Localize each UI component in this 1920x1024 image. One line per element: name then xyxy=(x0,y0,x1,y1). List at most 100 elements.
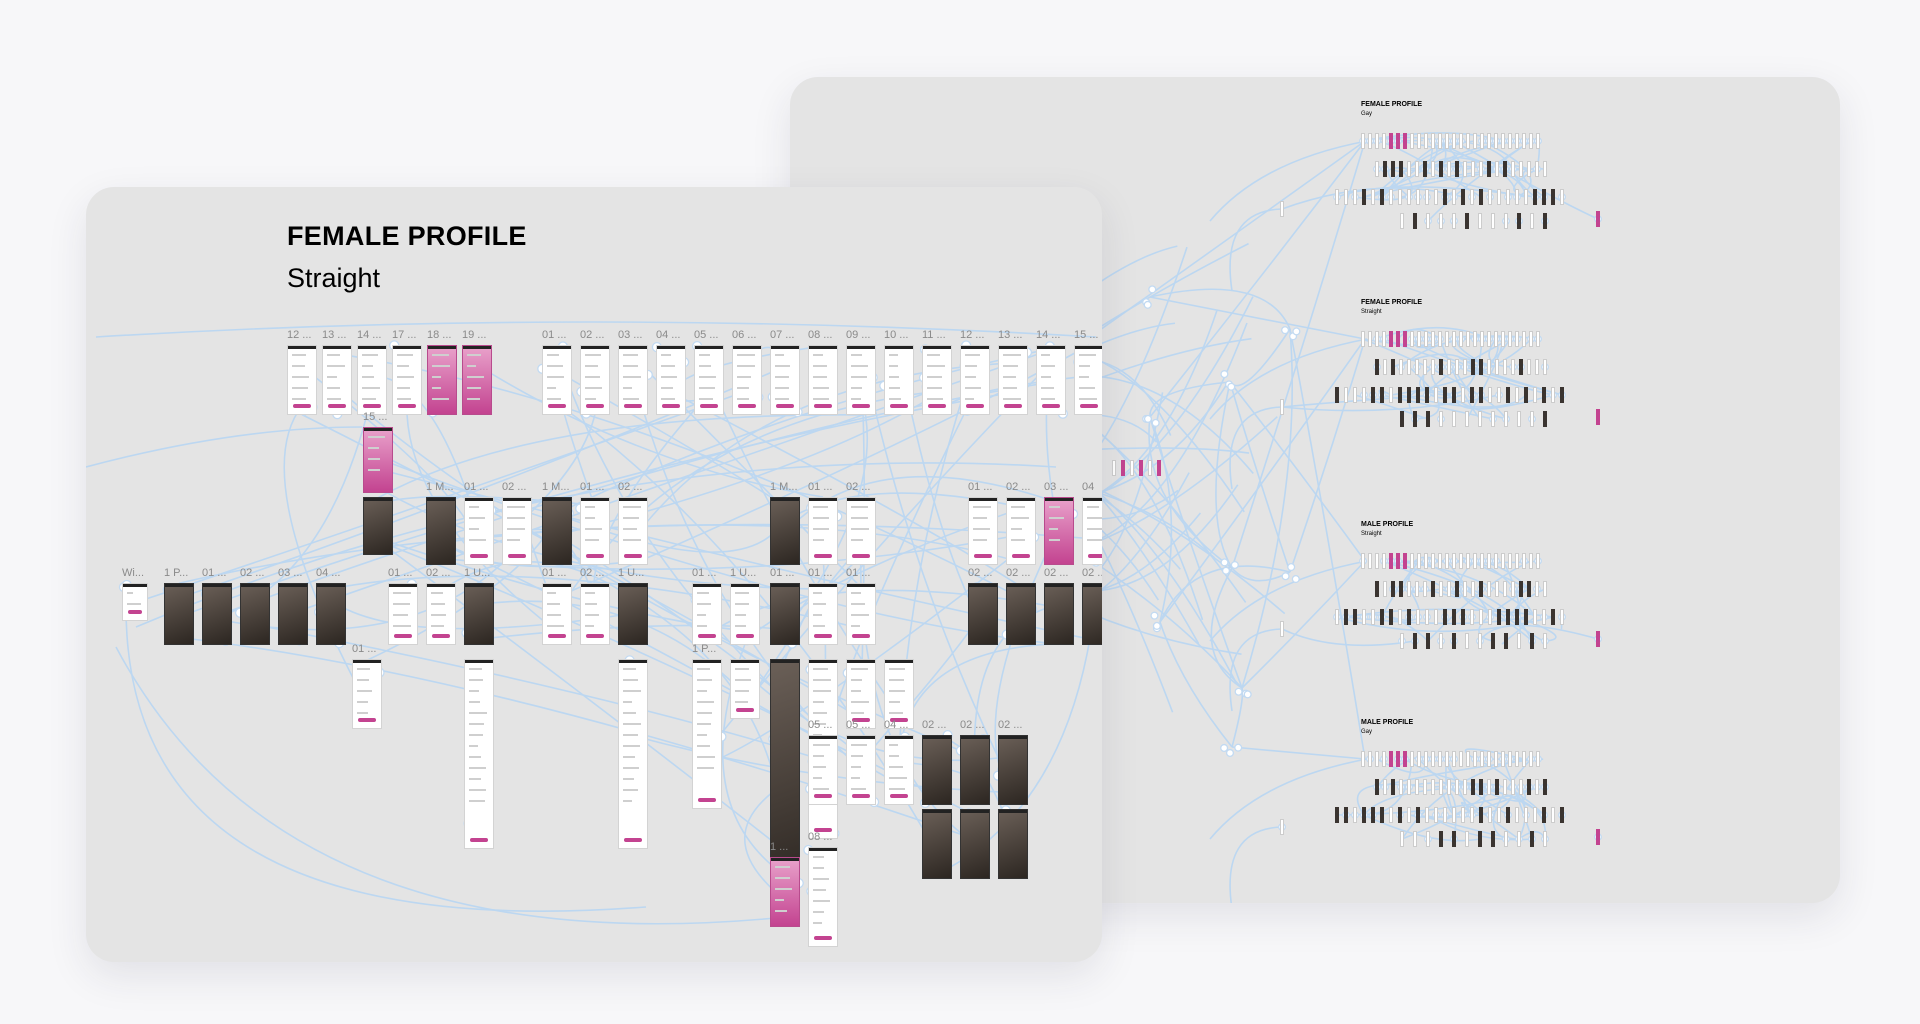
mini-screen-frame[interactable] xyxy=(1501,331,1505,347)
mini-screen-frame[interactable] xyxy=(1508,331,1512,347)
connector-node[interactable] xyxy=(1152,621,1161,630)
mini-screen-frame[interactable] xyxy=(1535,161,1539,177)
mini-screen-frame[interactable] xyxy=(1487,581,1491,597)
connector-node[interactable] xyxy=(1230,560,1239,570)
mini-screen-frame[interactable] xyxy=(1375,553,1379,569)
mini-screen-frame[interactable] xyxy=(1371,387,1375,403)
mini-screen-frame[interactable] xyxy=(1466,751,1470,767)
mini-screen-frame[interactable] xyxy=(1452,189,1456,205)
mini-screen-frame[interactable] xyxy=(1439,411,1443,427)
mini-screen-frame[interactable] xyxy=(1399,161,1403,177)
connector-node[interactable] xyxy=(1234,743,1243,752)
mini-screen-frame[interactable] xyxy=(1511,581,1515,597)
screen-frame[interactable] xyxy=(542,583,572,645)
connector-node[interactable] xyxy=(1292,327,1301,336)
mini-screen-frame[interactable] xyxy=(1551,189,1555,205)
mini-screen-frame[interactable] xyxy=(1519,161,1523,177)
screen-frame[interactable] xyxy=(240,583,270,645)
mini-screen-frame[interactable] xyxy=(1480,133,1484,149)
mini-screen-frame[interactable] xyxy=(1491,633,1495,649)
mini-screen-frame[interactable] xyxy=(1391,779,1395,795)
mini-screen-frame[interactable] xyxy=(1416,189,1420,205)
mini-screen-frame[interactable] xyxy=(1344,609,1348,625)
connector-node[interactable] xyxy=(1220,743,1229,753)
mini-screen-frame[interactable] xyxy=(1389,331,1393,347)
mini-screen-frame[interactable] xyxy=(1519,359,1523,375)
mini-screen-frame[interactable] xyxy=(1596,631,1600,647)
mini-screen-frame[interactable] xyxy=(1400,213,1404,229)
mini-screen-frame[interactable] xyxy=(1368,553,1372,569)
mini-screen-frame[interactable] xyxy=(1524,609,1528,625)
mini-screen-frame[interactable] xyxy=(1361,133,1365,149)
mini-screen-frame[interactable] xyxy=(1362,387,1366,403)
connector-node[interactable] xyxy=(1220,558,1229,567)
mini-screen-frame[interactable] xyxy=(1560,807,1564,823)
mini-screen-frame[interactable] xyxy=(1491,411,1495,427)
mini-screen-frame[interactable] xyxy=(1535,359,1539,375)
mini-screen-frame[interactable] xyxy=(1415,779,1419,795)
mini-screen-frame[interactable] xyxy=(1415,581,1419,597)
mini-screen-frame[interactable] xyxy=(1495,359,1499,375)
mini-screen-frame[interactable] xyxy=(1389,553,1393,569)
screen-frame[interactable] xyxy=(352,659,382,729)
connector-node[interactable] xyxy=(1287,562,1296,572)
mini-screen-frame[interactable] xyxy=(1403,751,1407,767)
mini-screen-frame[interactable] xyxy=(1494,751,1498,767)
mini-screen-frame[interactable] xyxy=(1506,189,1510,205)
mini-screen-frame[interactable] xyxy=(1417,553,1421,569)
mini-screen-frame[interactable] xyxy=(1533,807,1537,823)
mini-screen-frame[interactable] xyxy=(1479,189,1483,205)
mini-screen-frame[interactable] xyxy=(1470,189,1474,205)
mini-screen-frame[interactable] xyxy=(1466,133,1470,149)
mini-screen-frame[interactable] xyxy=(1426,633,1430,649)
mini-screen-frame[interactable] xyxy=(1461,609,1465,625)
mini-screen-frame[interactable] xyxy=(1447,581,1451,597)
mini-screen-frame[interactable] xyxy=(1452,553,1456,569)
mini-screen-frame[interactable] xyxy=(1447,779,1451,795)
mini-screen-frame[interactable] xyxy=(1495,161,1499,177)
mini-screen-frame[interactable] xyxy=(1398,189,1402,205)
mini-screen-frame[interactable] xyxy=(1383,779,1387,795)
mini-screen-frame[interactable] xyxy=(1407,387,1411,403)
mini-screen-frame[interactable] xyxy=(1434,807,1438,823)
mini-screen-frame[interactable] xyxy=(1389,133,1393,149)
mini-screen-frame[interactable] xyxy=(1542,609,1546,625)
mini-screen-frame[interactable] xyxy=(1447,161,1451,177)
mini-screen-frame[interactable] xyxy=(1335,807,1339,823)
mini-screen-frame[interactable] xyxy=(1280,819,1284,835)
mini-screen-frame[interactable] xyxy=(1403,331,1407,347)
screen-frame[interactable] xyxy=(846,659,876,729)
mini-screen-frame[interactable] xyxy=(1452,609,1456,625)
mini-screen-frame[interactable] xyxy=(1530,213,1534,229)
mini-screen-frame[interactable] xyxy=(1488,189,1492,205)
screen-frame[interactable] xyxy=(846,583,876,645)
mini-screen-frame[interactable] xyxy=(1515,807,1519,823)
mini-screen-frame[interactable] xyxy=(1452,331,1456,347)
mini-screen-frame[interactable] xyxy=(1515,553,1519,569)
mini-screen-frame[interactable] xyxy=(1361,553,1365,569)
mini-screen-frame[interactable] xyxy=(1438,553,1442,569)
mini-screen-frame[interactable] xyxy=(1389,189,1393,205)
mini-screen-frame[interactable] xyxy=(1423,359,1427,375)
mini-screen-frame[interactable] xyxy=(1410,331,1414,347)
mini-screen-frame[interactable] xyxy=(1511,779,1515,795)
mini-screen-frame[interactable] xyxy=(1391,161,1395,177)
mini-screen-frame[interactable] xyxy=(1522,331,1526,347)
mini-screen-frame[interactable] xyxy=(1524,807,1528,823)
mini-screen-frame[interactable] xyxy=(1434,189,1438,205)
mini-screen-frame[interactable] xyxy=(1344,807,1348,823)
screen-frame[interactable] xyxy=(464,659,494,849)
mini-screen-frame[interactable] xyxy=(1452,751,1456,767)
mini-screen-frame[interactable] xyxy=(1438,133,1442,149)
mini-screen-frame[interactable] xyxy=(1403,133,1407,149)
mini-screen-frame[interactable] xyxy=(1375,751,1379,767)
mini-screen-frame[interactable] xyxy=(1439,633,1443,649)
screen-frame[interactable] xyxy=(968,497,998,565)
screen-frame[interactable] xyxy=(732,345,762,415)
mini-screen-frame[interactable] xyxy=(1368,331,1372,347)
mini-screen-frame[interactable] xyxy=(1439,213,1443,229)
mini-screen-frame[interactable] xyxy=(1522,751,1526,767)
screen-frame[interactable] xyxy=(392,345,422,415)
mini-screen-frame[interactable] xyxy=(1439,359,1443,375)
mini-screen-frame[interactable] xyxy=(1495,581,1499,597)
